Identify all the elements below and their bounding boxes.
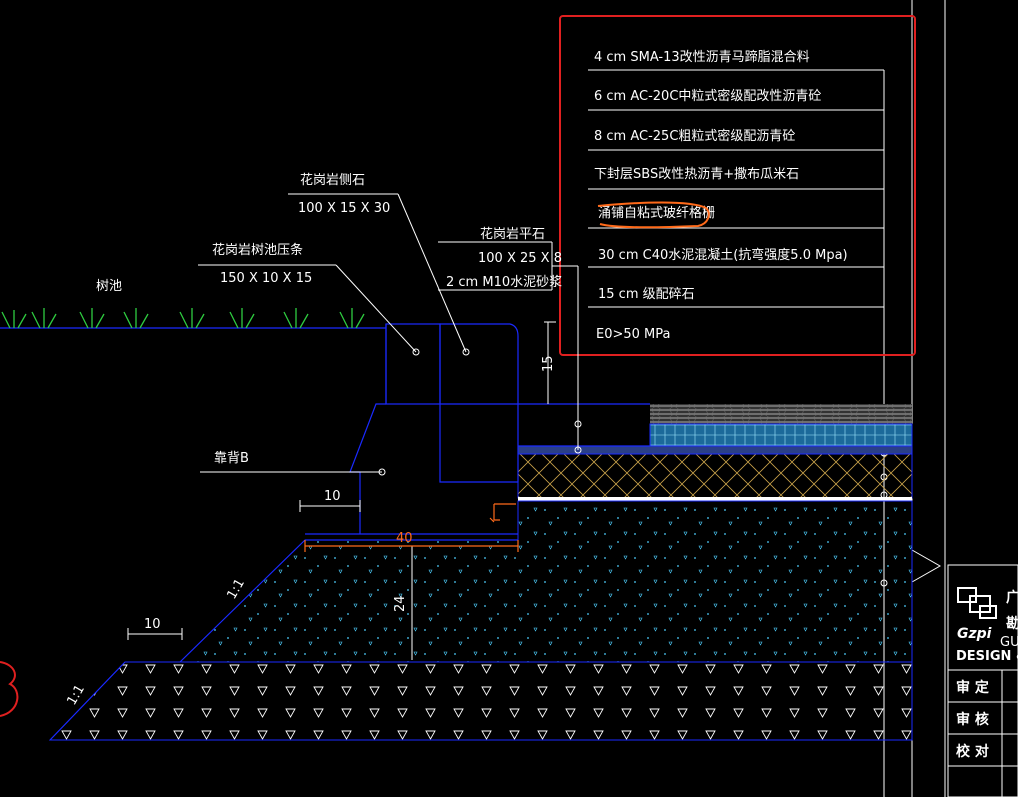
title-row-check: 校 对 [956, 743, 989, 760]
slope-1-label: 1:1 [224, 576, 247, 602]
sub-base-layer [48, 661, 913, 741]
flat-stone-name: 花岗岩平石 [480, 226, 545, 242]
geogrid-layer [518, 497, 912, 501]
highlight-box [559, 15, 916, 356]
asphalt-layers [650, 404, 912, 424]
layer-label-4: 下封层SBS改性热沥青+撒布瓜米石 [594, 166, 799, 182]
slope-line-upper [179, 539, 306, 663]
tree-edge-name: 花岗岩树池压条 [212, 242, 303, 258]
orange-dimension [304, 503, 519, 552]
layer-label-6: 30 cm C40水泥混凝土(抗弯强度5.0 Mpa) [598, 247, 848, 263]
layer-label-3: 8 cm AC-25C粗粒式密级配沥青砼 [594, 128, 795, 144]
dim-10-lower: 10 [144, 617, 161, 632]
layer-label-8: E0>50 MPa [596, 327, 671, 342]
layer-label-2: 6 cm AC-20C中粒式密级配改性沥青砼 [594, 88, 821, 104]
side-stone-size: 100 X 15 X 30 [298, 201, 390, 216]
title-block [947, 564, 1018, 797]
dimension-lines [127, 500, 413, 660]
base-soil [178, 500, 913, 663]
gravel-layer [517, 453, 913, 499]
layer-label-1: 4 cm SMA-13改性沥青马蹄脂混合料 [594, 49, 810, 65]
logo-cn-1: 广 [1006, 589, 1018, 606]
logo-sub-1: GUAN [1000, 635, 1018, 650]
dim-15: 15 [541, 355, 556, 372]
leader-lines [198, 193, 582, 476]
layer-label-7: 15 cm 级配碎石 [598, 287, 695, 302]
logo-cn-2: 勘 [1006, 615, 1018, 632]
layer-labels: 4 cm SMA-13改性沥青马蹄脂混合料 6 cm AC-20C中粒式密级配改… [594, 49, 848, 342]
flat-stone-size: 100 X 25 X 8 [478, 251, 562, 266]
concrete-layer [649, 423, 913, 447]
red-markup-edge [0, 661, 19, 717]
dim-24: 24 [393, 595, 408, 612]
logo-text: Gzpi [957, 626, 992, 642]
logo-sub-2: DESIGN & SURV [956, 649, 1018, 664]
side-stone-name: 花岗岩侧石 [300, 172, 365, 188]
title-row-approve: 审 定 [956, 679, 989, 696]
slope-line-lower [49, 661, 126, 741]
mortar-label: 2 cm M10水泥砂浆 [446, 275, 562, 290]
dim-10-upper: 10 [324, 489, 341, 504]
tree-edge-size: 150 X 10 X 15 [220, 271, 312, 286]
curb-structure [0, 323, 650, 541]
break-line [911, 0, 942, 797]
orange-markup [597, 201, 710, 229]
layer-label-5: 涌铺自粘式玻纤格栅 [598, 205, 715, 221]
grass-tufts [1, 308, 365, 329]
layer-rules [588, 69, 884, 308]
dim-40: 40 [396, 531, 413, 546]
title-row-review: 审 核 [956, 711, 989, 728]
tree-pit-label: 树池 [96, 279, 122, 294]
backfill-label: 靠背B [214, 451, 249, 466]
